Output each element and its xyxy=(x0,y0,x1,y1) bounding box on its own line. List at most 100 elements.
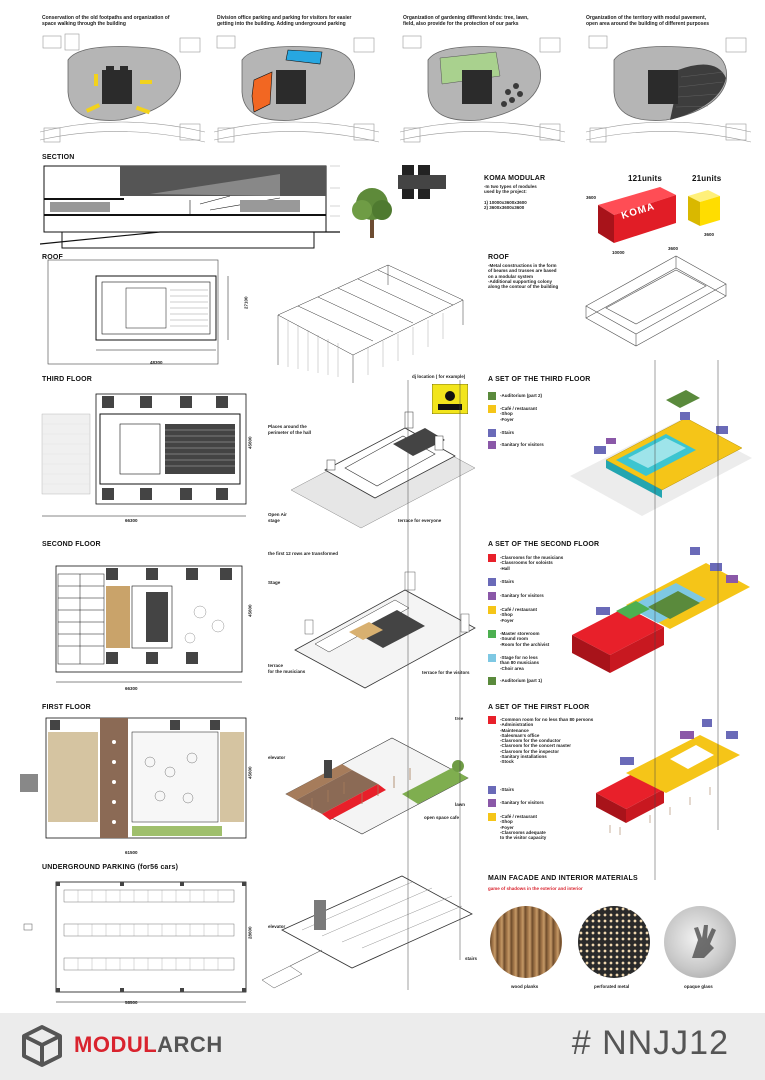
roof-plan xyxy=(47,259,229,365)
dj-icon xyxy=(432,384,468,414)
legend-swatch xyxy=(488,554,496,562)
legend-swatch xyxy=(488,606,496,614)
concept-map-3 xyxy=(400,35,565,143)
third-floor-title: THIRD FLOOR xyxy=(42,376,93,383)
koma-units-big: 121units xyxy=(628,174,663,183)
legend-item: -Stairs xyxy=(500,430,515,435)
concept-map-1 xyxy=(40,32,205,150)
koma-description: -In two types of modules used by the pro… xyxy=(484,184,537,211)
brand-name: MODULARCH xyxy=(74,1032,223,1058)
koma-title: KOMA MODULAR xyxy=(484,175,546,182)
third-floor-dim-w: 66300 xyxy=(125,518,138,523)
material-metal-label: perforated metal xyxy=(594,984,630,989)
roof-axon xyxy=(277,264,464,383)
hand-shadow-icon xyxy=(692,925,716,958)
terrace-everyone-label: terrace for everyone xyxy=(398,518,442,523)
legend-item: -Stairs xyxy=(500,787,515,792)
parking-axon xyxy=(262,875,473,989)
footer-bar xyxy=(0,1013,765,1080)
koma-dim-small: 3600 xyxy=(704,232,715,237)
legend-item: -Stairs xyxy=(500,579,515,584)
second-floor-title: SECOND FLOOR xyxy=(42,541,101,548)
first-floor-plan xyxy=(20,717,247,839)
legend-item: -Master storeroom -Sound room -Room for … xyxy=(500,631,550,647)
koma-module-small xyxy=(688,190,720,226)
project-code: # NNJJ12 xyxy=(571,1024,729,1062)
parking-elevator-label: elevator xyxy=(268,924,286,929)
second-floor-plan xyxy=(55,565,243,683)
second-floor-set-title: A SET OF THE SECOND FLOOR xyxy=(488,541,600,548)
third-floor-set-title: A SET OF THE THIRD FLOOR xyxy=(488,376,591,383)
roof-title: ROOF xyxy=(42,254,64,261)
koma-units-small: 21units xyxy=(692,174,722,183)
koma-module-big xyxy=(598,187,676,243)
legend-item: -Stage for no less than 80 musicians -Ch… xyxy=(500,655,540,671)
open-air-label: Open Air stage xyxy=(268,512,287,523)
first-floor-elevator-label: elevator xyxy=(268,755,286,760)
legend-swatch xyxy=(488,677,496,685)
legend-swatch xyxy=(488,786,496,794)
legend-item: -Sanitary for visitors xyxy=(500,593,544,598)
legend-swatch xyxy=(488,578,496,586)
legend-swatch xyxy=(488,592,496,600)
brand-part-modul: MODUL xyxy=(74,1032,158,1057)
roof-set-title: ROOF xyxy=(488,254,510,261)
legend-item: -Café / restaurant -Shop -Foyer -Clasroo… xyxy=(500,814,547,841)
terrace-visitors-label: terrace for the visitors xyxy=(422,670,470,675)
concept-caption-3: Organization of gardening different kind… xyxy=(403,15,529,27)
koma-dim-big-2: 10000 xyxy=(612,250,625,255)
legend-item: -Clasrooms for the musicians -Classrooms… xyxy=(500,555,564,571)
terrace-musicians-label: terrace for the musicians xyxy=(268,663,306,674)
concept-caption-4: Organization of the territory with modul… xyxy=(586,15,710,27)
modularch-logo-icon xyxy=(22,1025,62,1067)
section-title: SECTION xyxy=(42,154,75,161)
koma-dim-big-1: 3600 xyxy=(586,195,597,200)
material-wood-label: wood planks xyxy=(511,984,539,989)
legend-item: -Common room for no less than 80 persons… xyxy=(500,717,594,765)
materials-subtitle: game of shadows in the exterior and inte… xyxy=(488,886,583,891)
legend-item: -Sanitary for visitors xyxy=(500,442,544,447)
third-floor-module-set xyxy=(570,390,752,516)
koma-dim-big-3: 3600 xyxy=(668,246,679,251)
open-cafe-label: open space cafe xyxy=(424,815,460,820)
material-glass-label: opaque glass xyxy=(684,984,713,989)
legend-swatch xyxy=(488,441,496,449)
legend-swatch xyxy=(488,654,496,662)
roof-description: -Metal constructions in the form of beam… xyxy=(488,263,559,290)
second-floor-axon xyxy=(294,571,476,689)
concept-caption-2: Division office parking and parking for … xyxy=(217,15,352,27)
module-stack-icon xyxy=(398,165,446,199)
first-floor-title: FIRST FLOOR xyxy=(42,704,91,711)
first-floor-module-set xyxy=(596,719,740,835)
third-floor-plan xyxy=(41,393,247,517)
concept-caption-1: Conservation of the old footpaths and or… xyxy=(42,15,170,27)
concept-map-2 xyxy=(214,35,379,143)
dj-label: dj location ( for example) xyxy=(412,374,466,379)
roof-dim-w: 48300 xyxy=(150,360,163,365)
legend-item: -Auditorium (part 2) xyxy=(500,393,542,398)
legend-swatch xyxy=(488,630,496,638)
second-floor-dim-w: 66300 xyxy=(125,686,138,691)
tree-icon xyxy=(352,188,392,238)
legend-item: -Café / restaurant -Shop -Foyer xyxy=(500,607,538,623)
first-floor-dim-w: 61500 xyxy=(125,850,138,855)
legend-swatch xyxy=(488,716,496,724)
parking-stairs-label: stairs xyxy=(465,956,478,961)
concept-map-4 xyxy=(586,35,751,143)
legend-swatch xyxy=(488,405,496,413)
legend-swatch xyxy=(488,429,496,437)
second-floor-module-set xyxy=(572,547,750,673)
brand-part-arch: ARCH xyxy=(157,1032,223,1057)
rows-transformed-label: the first 12 rows are transformed xyxy=(268,551,339,556)
material-wood xyxy=(490,906,562,978)
guide-lines xyxy=(407,360,719,990)
parking-plan xyxy=(23,881,247,1003)
tree-label: tree xyxy=(455,716,464,721)
first-floor-axon xyxy=(285,737,469,835)
parking-dim-w: 58500 xyxy=(125,1000,138,1005)
parking-title: UNDERGROUND PARKING (for56 cars) xyxy=(42,864,179,871)
stage-label: Stage xyxy=(268,580,281,585)
materials-title: MAIN FACADE AND INTERIOR MATERIALS xyxy=(488,875,638,882)
legend-item: -Sanitary for visitors xyxy=(500,800,544,805)
first-floor-set-title: A SET OF THE FIRST FLOOR xyxy=(488,704,590,711)
